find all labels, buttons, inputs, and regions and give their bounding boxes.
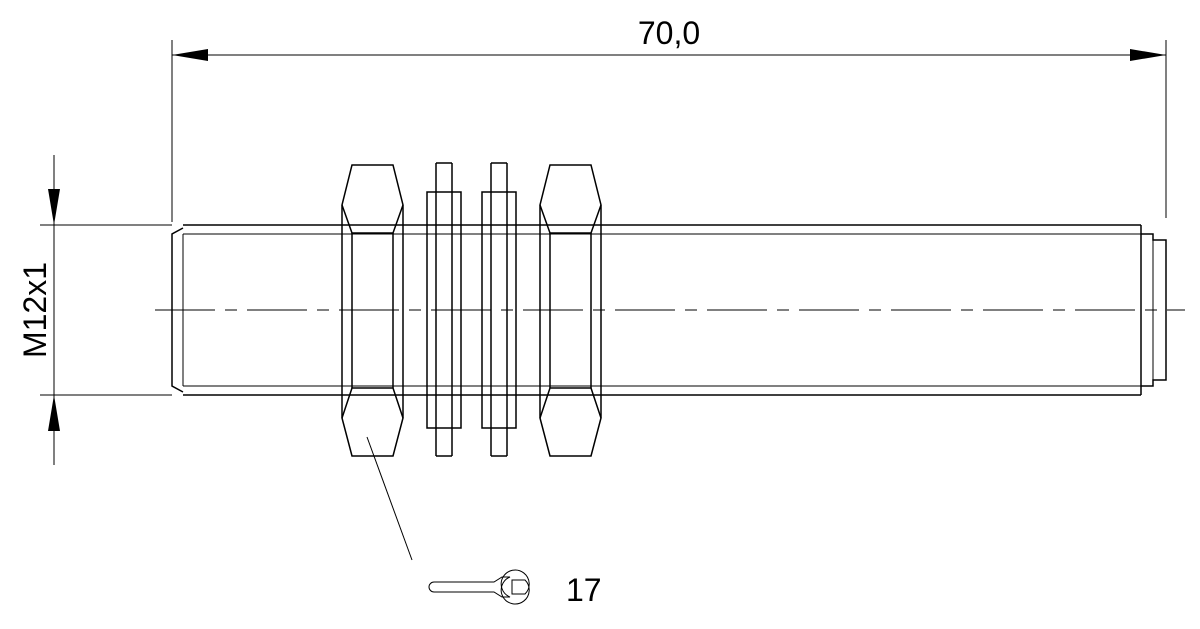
wrench-icon xyxy=(428,569,530,605)
thread-label: M12x1 xyxy=(17,262,53,358)
nut-left-outline xyxy=(341,164,404,457)
right-end-cap xyxy=(1141,233,1167,387)
wrench-outline xyxy=(428,569,530,605)
wrench-callout: 17 xyxy=(366,436,602,608)
nut-right-lower-flat xyxy=(539,387,602,419)
wrench-size-label: 17 xyxy=(566,572,602,608)
length-label: 70,0 xyxy=(638,15,700,51)
nut-right-outline xyxy=(539,164,602,457)
wrench-leader-line xyxy=(366,436,413,561)
thread-dimension: M12x1 xyxy=(17,155,172,465)
nut-left-lower-flat xyxy=(341,387,404,419)
nut-right-upper-flat xyxy=(539,204,602,234)
nut-left-upper-flat xyxy=(341,204,404,234)
length-dimension: 70,0 xyxy=(171,15,1167,222)
